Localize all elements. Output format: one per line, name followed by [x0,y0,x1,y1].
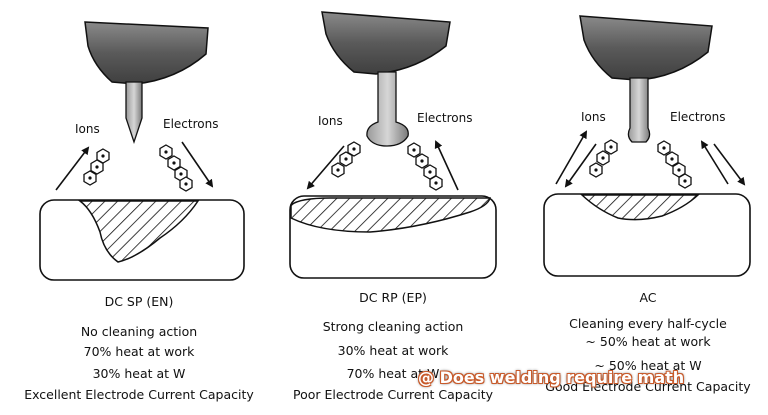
caption-line-3: 30% heat at W [93,366,186,381]
caption-line-2: 30% heat at work [338,343,449,358]
weld-penetration [77,200,200,263]
caption-line-4: Good Electrode Current Capacity [545,379,751,394]
electrons-arrow-down [713,143,746,186]
electron-molecules [407,142,443,191]
caption-line-3: ~ 50% heat at W [594,358,701,373]
ions-label: Ions [75,122,100,136]
torch-nozzle [579,15,713,81]
tungsten-electrode [627,77,651,143]
caption-line-1: Cleaning every half-cycle [569,316,727,331]
electrons-arrow-up [700,140,729,185]
ions-arrow-down [564,143,597,188]
caption-line-1: No cleaning action [81,324,197,339]
workpiece [543,193,751,277]
ions-molecules [83,148,110,186]
panel-dcsp: Ions Electrons DC SP (EN) No cleaning ac… [24,21,254,402]
panel-title: DC RP (EP) [359,290,427,305]
caption-line-2: 70% heat at work [84,344,195,359]
panel-title: DC SP (EN) [105,294,174,309]
electron-molecules [657,140,692,189]
electrons-label: Electrons [163,117,218,131]
panel-title: AC [639,290,656,305]
tungsten-electrode [125,81,143,145]
torch-nozzle [84,21,209,85]
tungsten-electrode [366,71,409,147]
electrons-arrow [181,141,214,188]
electrons-arrow [434,140,459,191]
panel-ac: Ions Electrons AC Cleaning every half-cy… [543,15,751,394]
ions-arrow [306,145,345,190]
electrons-label: Electrons [417,111,472,125]
electrons-label: Electrons [670,110,725,124]
ions-label: Ions [581,110,606,124]
caption-line-1: Strong cleaning action [323,319,464,334]
watermark: @ Does welding require math [418,368,685,387]
weld-penetration [580,194,700,221]
ions-molecules [331,141,361,178]
caption-line-4: Poor Electrode Current Capacity [293,387,494,402]
caption-line-2: ~ 50% heat at work [585,334,711,349]
torch-nozzle [321,11,451,75]
caption-line-3: 70% heat at W [347,366,440,381]
panel-dcrp: Ions Electrons DC RP (EP) Strong cleanin… [289,11,497,402]
ions-arrow-up [555,130,587,185]
ions-arrow [55,146,90,191]
ions-label: Ions [318,114,343,128]
caption-line-4: Excellent Electrode Current Capacity [24,387,254,402]
weld-penetration [290,197,491,233]
electron-molecules [159,144,193,192]
